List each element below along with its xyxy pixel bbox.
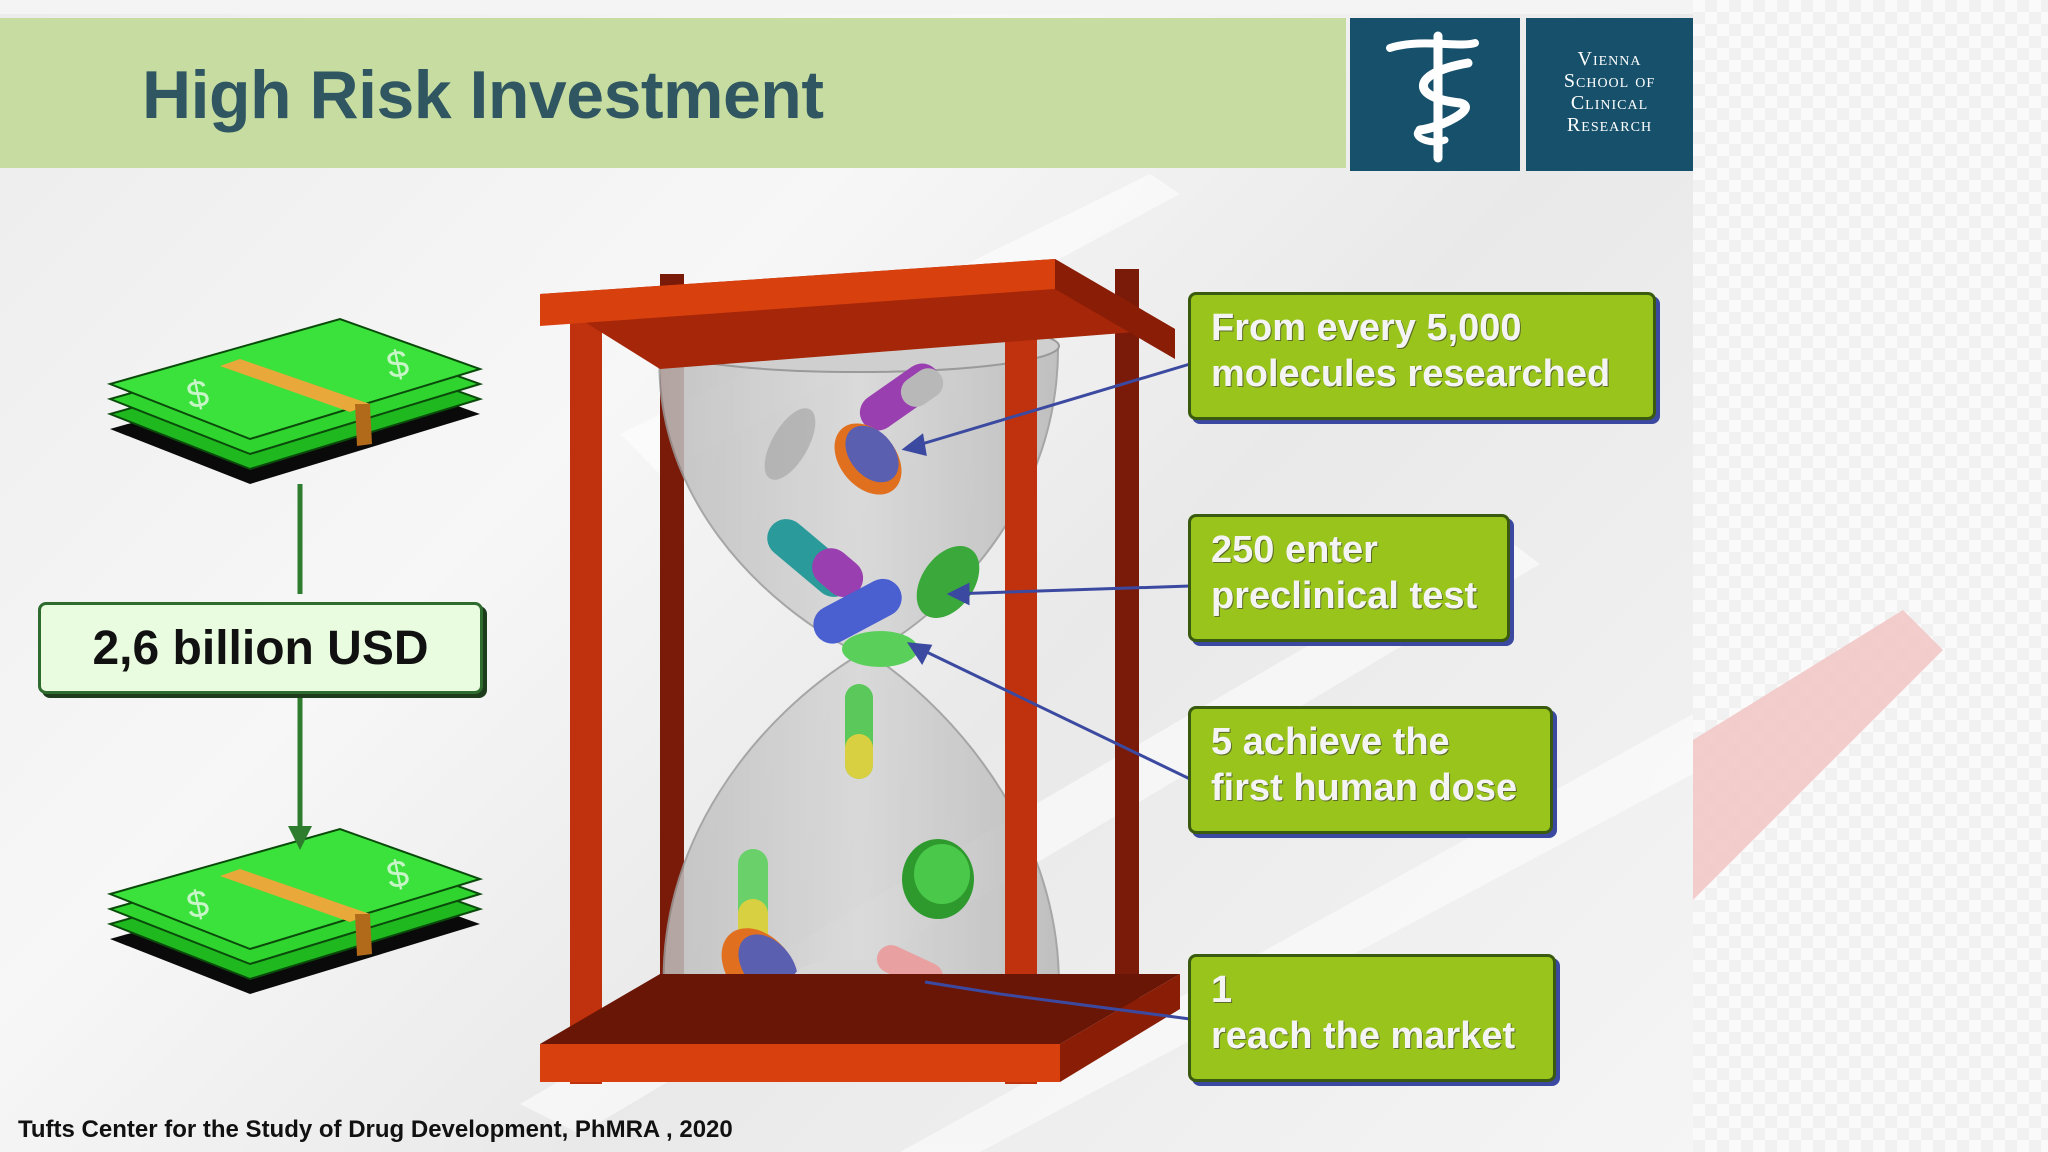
callout-connectors (901, 362, 1191, 1021)
logo-line: Research (1566, 114, 1653, 136)
arrow-down-icon (288, 484, 312, 850)
source-citation: Tufts Center for the Study of Drug Devel… (18, 1116, 733, 1143)
slide-title: High Risk Investment (142, 57, 824, 133)
callout-line: 250 enter (1211, 529, 1378, 571)
callout-line: preclinical test (1211, 575, 1478, 617)
header-band: High Risk Investment (0, 18, 1346, 168)
logo-line: Vienna (1577, 48, 1642, 70)
callout-line: molecules researched (1211, 353, 1611, 395)
caduceus-icon (1386, 31, 1479, 163)
logo-line: Clinical (1570, 92, 1649, 114)
watermark-chevron (1693, 610, 1943, 900)
callout-preclinical: 250 enter preclinical test (1188, 514, 1510, 642)
slide: High Risk Investment Vienna School of Cl… (0, 14, 1693, 1152)
callout-line: first human dose (1211, 767, 1518, 809)
logo-wordmark: Vienna School of Clinical Research (1526, 18, 1693, 171)
cost-label: 2,6 billion USD (38, 602, 483, 694)
money-stack-icon: $ $ (106, 317, 484, 484)
money-stack-icon: $ $ (106, 827, 484, 994)
callout-line: From every 5,000 (1211, 307, 1522, 349)
callout-molecules: From every 5,000 molecules researched (1188, 292, 1656, 420)
logo-text: Vienna School of Clinical Research (1526, 48, 1693, 136)
callout-line: reach the market (1211, 1015, 1516, 1057)
presentation-backdrop (1693, 0, 2048, 1152)
logo-emblem (1350, 18, 1520, 171)
callout-line: 1 (1211, 969, 1233, 1011)
callout-market: 1 reach the market (1188, 954, 1556, 1082)
hourglass-illustration (540, 259, 1180, 1084)
logo-line: School of (1563, 70, 1656, 92)
illustration-layer: $ $ $ $ (106, 174, 1693, 1152)
callout-human-dose: 5 achieve the first human dose (1188, 706, 1553, 834)
pill-icon (764, 363, 980, 667)
callout-line: 5 achieve the (1211, 721, 1450, 763)
